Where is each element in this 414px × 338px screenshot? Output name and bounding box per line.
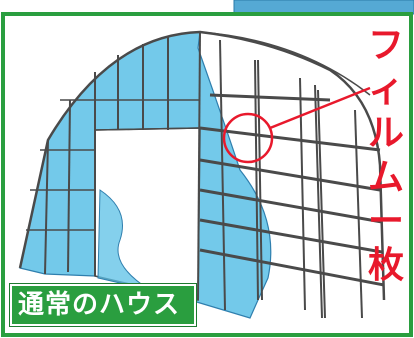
vertical-members: [44, 31, 323, 319]
callout-char: ム: [367, 157, 404, 198]
horizontal-members: [26, 99, 201, 231]
callout-char: ル: [367, 113, 404, 154]
callout-pointer: [269, 86, 371, 130]
callout-char: ィ: [367, 69, 404, 110]
callout-char: ー: [367, 201, 404, 242]
film-joint-highlight: [222, 112, 274, 164]
roof-rafter: [199, 31, 371, 96]
caption-badge: 通常のハウス: [10, 284, 197, 326]
callout-char: フ: [367, 25, 404, 66]
adjacent-panel-fragment: [233, 0, 414, 15]
callout-char: 枚: [367, 245, 404, 286]
callout-label: フ ィ ル ム ー 枚: [364, 24, 408, 338]
purlins: [199, 93, 385, 287]
roof-arch: [18, 30, 386, 301]
